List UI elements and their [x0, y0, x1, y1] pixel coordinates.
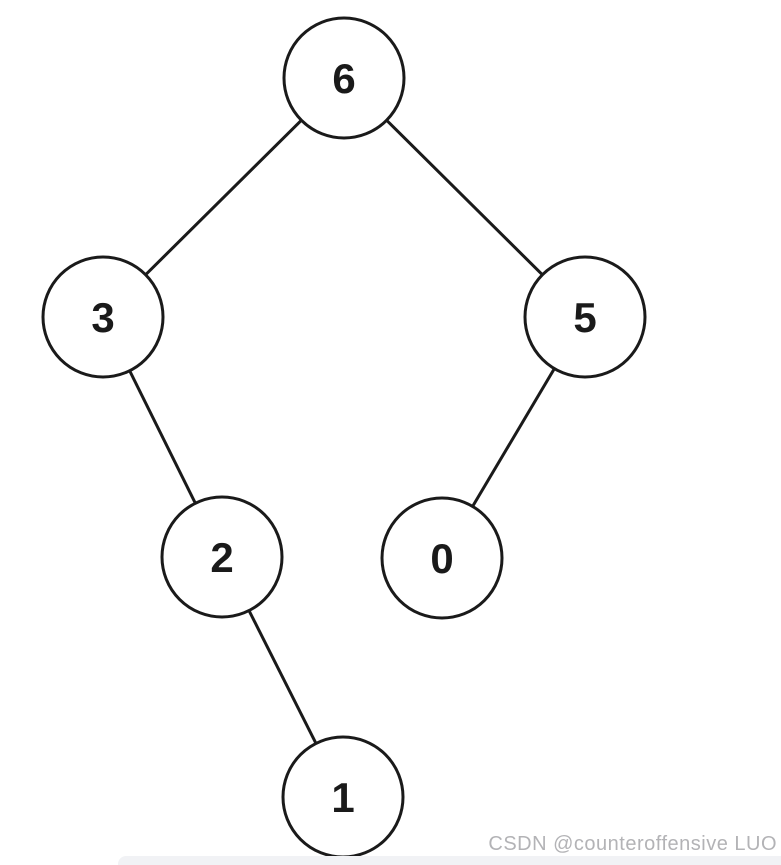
tree-node-circle	[282, 16, 406, 140]
tree-node-label: 0	[430, 535, 453, 582]
tree-node-6: 6	[282, 16, 406, 140]
tree-node-0: 0	[380, 496, 504, 620]
tree-node-label: 6	[332, 55, 355, 102]
tree-node-label: 5	[573, 294, 596, 341]
tree-node-circle	[41, 255, 165, 379]
tree-node-1: 1	[281, 735, 405, 859]
tree-node-label: 1	[331, 774, 354, 821]
tree-node-3: 3	[41, 255, 165, 379]
tree-node-2: 2	[160, 495, 284, 619]
watermark: CSDN @counteroffensive LUO	[488, 833, 777, 855]
bottom-bar	[118, 856, 781, 865]
tree-node-circle	[380, 496, 504, 620]
tree-node-label: 2	[210, 534, 233, 581]
tree-node-label: 3	[91, 294, 114, 341]
tree-node-circle	[523, 255, 647, 379]
tree-node-circle	[160, 495, 284, 619]
tree-node-5: 5	[523, 255, 647, 379]
